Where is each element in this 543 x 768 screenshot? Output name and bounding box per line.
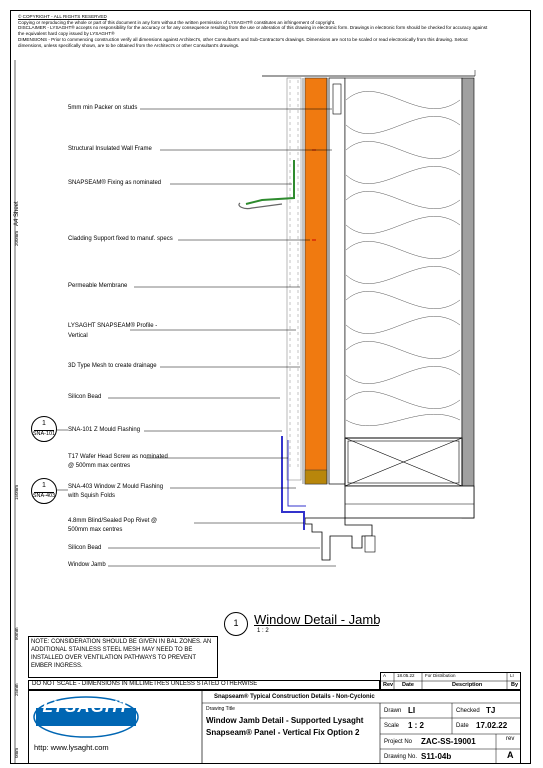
project-label: Project No	[384, 739, 413, 745]
lysaght-logo-text: LYSAGHT	[42, 697, 130, 716]
project-value: ZAC-SS-19001	[421, 737, 476, 746]
annotation-z-mould: SNA-101 Z Mould Flashing	[68, 427, 141, 433]
drawing-title-line-1: Window Jamb Detail - Supported Lysaght	[206, 716, 364, 725]
annotation-silicon-bead-2: Silicon Bead	[68, 545, 102, 551]
rev-header-rev: Rev	[383, 682, 394, 688]
annotation-profile-2: Vertical	[68, 333, 88, 339]
rev-label: rev	[506, 736, 515, 742]
annotation-mesh: 3D Type Mesh to create drainage	[68, 363, 157, 369]
copyright-line: the equivalent hard copy issued by LYSAG…	[18, 31, 115, 37]
date-value: 17.02.22	[476, 721, 508, 730]
annotation-silicon-bead: Silicon Bead	[68, 394, 102, 400]
callout-divider	[34, 491, 54, 493]
lysaght-logo	[33, 696, 139, 738]
copyright-line: Copying or reproducing the whole or part…	[18, 19, 336, 25]
rev-header-description: Description	[452, 682, 483, 688]
annotation-wall-frame: Structural Insulated Wall Frame	[68, 146, 152, 152]
note-box	[28, 636, 218, 678]
callout-divider	[34, 429, 54, 431]
callout-sna-101: 1 SNA-101	[31, 416, 57, 442]
detail-title-underline	[254, 625, 379, 626]
rev-header-date: Date	[402, 682, 414, 688]
copyright-line: dimensions, unless specifically shown, a…	[18, 42, 240, 48]
drawing-no-value: S11-04b	[421, 752, 452, 761]
annotation-window-jamb: Window Jamb	[68, 562, 106, 568]
callout-ref: SNA-403	[32, 493, 56, 499]
bal-zone-note: NOTE: CONSIDERATION SHOULD BE GIVEN IN B…	[31, 639, 212, 669]
drawing-title-label: Drawing Title	[206, 706, 235, 712]
drawing-title-line-2: Snapseam® Panel - Vertical Fix Option 2	[206, 728, 360, 737]
series-title: Snapseam® Typical Construction Details -…	[214, 694, 375, 700]
callout-ref: SNA-101	[32, 431, 56, 437]
scale-label: Scale	[384, 723, 400, 729]
revision-table-grid	[380, 672, 521, 690]
annotation-window-flashing-2: with Squish Folds	[68, 493, 116, 499]
annotation-profile: LYSAGHT SNAPSEAM® Profile -	[68, 323, 158, 329]
checked-value: TJ	[486, 706, 496, 715]
rev-row-rev: A	[383, 673, 387, 678]
annotation-fixing: SNAPSEAM® Fixing as nominated	[68, 180, 162, 186]
annotation-screw-2: @ 500mm max centres	[68, 463, 131, 469]
copyright-line: DISCLAIMER - LYSAGHT® accepts no respons…	[18, 25, 488, 31]
side-scale	[13, 60, 21, 764]
annotation-packer: 5mm min Packer on studs	[68, 105, 138, 111]
detail-number: 1	[233, 618, 239, 628]
date-label: Date	[456, 723, 469, 729]
annotation-rivet: 4.8mm Blind/Sealed Pop Rivet @	[68, 518, 158, 524]
copyright-line: © COPYRIGHT - ALL RIGHTS RESERVED	[18, 14, 107, 19]
website: http: www.lysaght.com	[34, 743, 109, 752]
side-scale-ticks	[14, 60, 16, 764]
callout-number: 1	[42, 420, 46, 427]
drawn-label: Drawn	[384, 708, 402, 714]
copyright-line: DIMENSIONS - Prior to commencing constru…	[18, 36, 468, 42]
do-not-scale-text: DO NOT SCALE - DIMENSIONS IN MILLIMETRES…	[32, 681, 258, 687]
rev-row-description: For Distribution	[425, 673, 456, 678]
annotation-cladding-support: Cladding Support fixed to manuf. specs	[68, 236, 173, 242]
callout-number: 1	[42, 482, 46, 489]
title-block	[28, 690, 521, 764]
drawn-value: LI	[408, 706, 416, 715]
title-block-grid	[201, 690, 521, 764]
rev-row-by: LI	[510, 673, 514, 678]
rev-header-by: By	[511, 682, 519, 688]
detail-number-bubble: 1	[224, 612, 248, 636]
scale-value: 1 : 2	[408, 721, 425, 730]
rev-value: A	[507, 750, 514, 760]
rev-row-date: 18.05.22	[397, 673, 415, 678]
detail-scale: 1 : 2	[257, 628, 269, 634]
copyright-block: © COPYRIGHT - ALL RIGHTS RESERVED Copyin…	[18, 14, 518, 48]
detail-title: Window Detail - Jamb	[254, 612, 381, 627]
annotation-window-flashing: SNA-403 Window Z Mould Flashing	[68, 484, 164, 490]
annotation-membrane: Permeable Membrane	[68, 283, 128, 289]
annotation-rivet-2: 500mm max centres	[68, 527, 123, 533]
drawing-no-label: Drawing No.	[384, 754, 418, 760]
callout-sna-403: 1 SNA-403	[31, 478, 57, 504]
do-not-scale-box	[28, 680, 380, 690]
checked-label: Checked	[456, 708, 480, 714]
annotation-screw: T17 Wafer Head Screw as nominated	[68, 454, 168, 460]
